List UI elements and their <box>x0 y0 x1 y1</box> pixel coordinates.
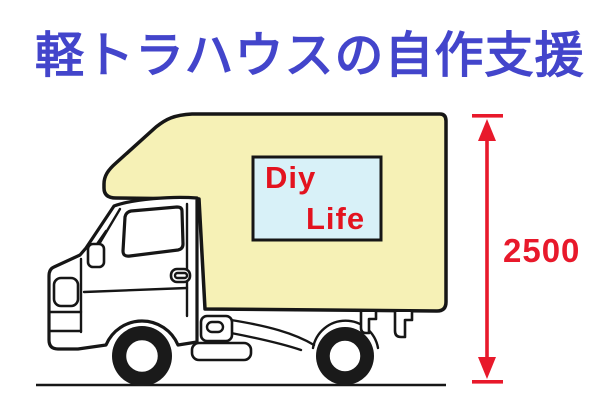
rear-wheel <box>316 327 374 385</box>
rear-wheel-arch <box>311 319 380 350</box>
box-window-label-line1: Diy <box>265 160 317 195</box>
truck-cab <box>47 195 199 351</box>
dimension-arrow <box>472 114 503 384</box>
dimension-label: 2500 <box>503 232 581 269</box>
rear-bracket-1 <box>359 312 378 335</box>
front-wheel-hub <box>124 338 160 374</box>
dimension-tick-top <box>472 114 503 118</box>
fuel-tank <box>199 314 234 343</box>
headlight <box>52 276 80 308</box>
page-title: 軽トラハウスの自作支援 <box>35 29 585 83</box>
cab-side-window <box>121 205 185 258</box>
frame-rail-upper <box>229 318 316 347</box>
side-mirror <box>86 242 106 269</box>
side-step <box>190 341 253 362</box>
dimension-arrowhead-up <box>478 119 496 141</box>
front-wheel <box>112 326 172 386</box>
fuel-tank-slot <box>205 320 225 334</box>
rear-wheel-hub <box>328 339 362 373</box>
box-window-label-line2: Life <box>306 201 366 236</box>
rear-bracket-2 <box>393 312 414 339</box>
mirror-arm <box>95 229 108 246</box>
dimension-tick-bottom <box>472 380 503 384</box>
dimension-arrowhead-down <box>478 357 496 379</box>
cab-body-crease <box>82 286 189 294</box>
dimension-line <box>485 130 489 370</box>
frame-rail-lower <box>229 331 303 352</box>
underbody <box>190 312 414 362</box>
box-window <box>251 155 383 242</box>
door-handle-slot <box>173 271 189 280</box>
